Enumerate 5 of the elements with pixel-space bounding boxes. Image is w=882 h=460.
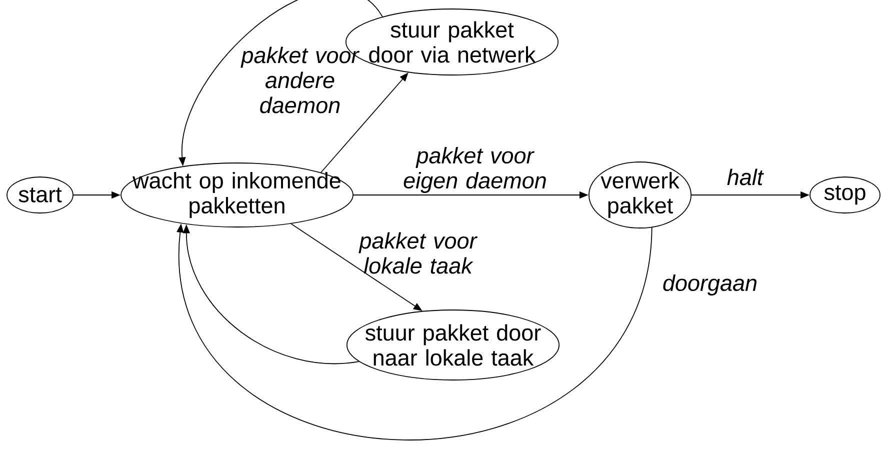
edge-label: doorgaan	[663, 274, 757, 296]
edge-label: pakket voor eigen daemon	[404, 147, 546, 193]
edge-label: pakket voor andere daemon	[240, 46, 360, 114]
edge-label: halt	[727, 168, 764, 186]
edge-label: pakket voor lokale taak	[358, 232, 478, 274]
